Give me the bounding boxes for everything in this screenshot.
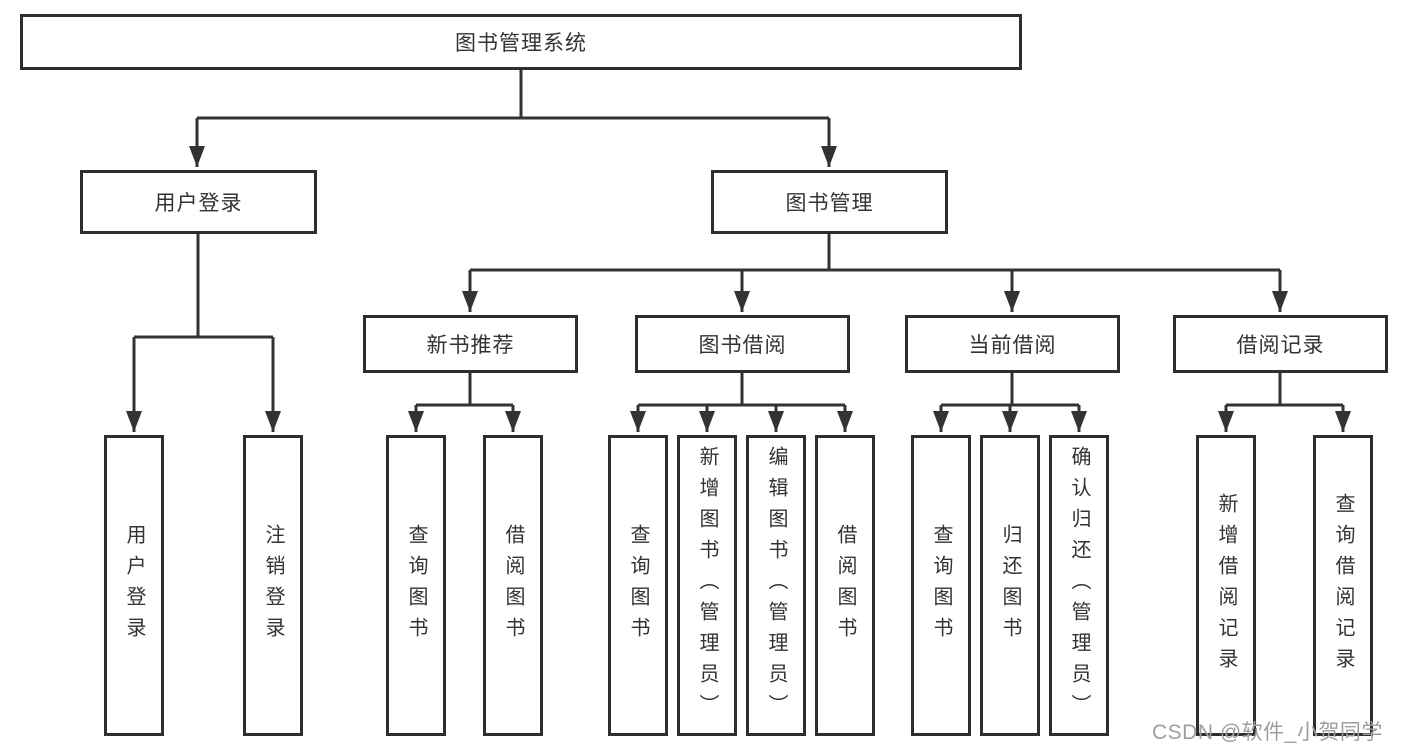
leaf-user-login: 用户登录 — [104, 435, 164, 736]
node-book-management-label: 图书管理 — [785, 192, 874, 215]
node-book-borrow-label: 图书借阅 — [698, 334, 787, 357]
node-user-login: 用户登录 — [80, 170, 317, 234]
leaf-query-borrow-record: 查询借阅记录 — [1313, 435, 1373, 736]
node-borrow-records: 借阅记录 — [1173, 315, 1388, 373]
leaf-borrow-books-recommend: 借阅图书 — [483, 435, 543, 736]
leaf-add-book-admin: 新增图书（管理员） — [677, 435, 737, 736]
node-new-book-recommend: 新书推荐 — [363, 315, 578, 373]
leaf-query-books-current: 查询图书 — [911, 435, 971, 736]
node-root-system: 图书管理系统 — [20, 14, 1022, 70]
leaf-return-books-label: 归还图书 — [999, 523, 1021, 648]
leaf-query-books-recommend-label: 查询图书 — [405, 523, 427, 648]
leaf-user-login-label: 用户登录 — [123, 523, 145, 648]
leaf-add-book-admin-label: 新增图书（管理员） — [696, 446, 718, 725]
leaf-add-borrow-record: 新增借阅记录 — [1196, 435, 1256, 736]
leaf-return-books: 归还图书 — [980, 435, 1040, 736]
node-current-borrow-label: 当前借阅 — [968, 334, 1057, 357]
leaf-add-borrow-record-label: 新增借阅记录 — [1215, 492, 1237, 679]
leaf-borrow-books-recommend-label: 借阅图书 — [502, 523, 524, 648]
leaf-logout-label: 注销登录 — [262, 523, 284, 648]
node-user-login-label: 用户登录 — [154, 192, 243, 215]
leaf-query-books-recommend: 查询图书 — [386, 435, 446, 736]
leaf-borrow-books-label: 借阅图书 — [834, 523, 856, 648]
csdn-watermark: CSDN @软件_小贺同学 — [1152, 721, 1383, 744]
leaf-confirm-return-admin: 确认归还（管理员） — [1049, 435, 1109, 736]
leaf-borrow-books: 借阅图书 — [815, 435, 875, 736]
leaf-confirm-return-admin-label: 确认归还（管理员） — [1068, 446, 1090, 725]
leaf-query-books-borrow-label: 查询图书 — [627, 523, 649, 648]
node-borrow-records-label: 借阅记录 — [1236, 334, 1325, 357]
leaf-query-books-current-label: 查询图书 — [930, 523, 952, 648]
leaf-edit-book-admin-label: 编辑图书（管理员） — [765, 446, 787, 725]
node-root-label: 图书管理系统 — [455, 32, 587, 55]
node-current-borrow: 当前借阅 — [905, 315, 1120, 373]
node-book-management: 图书管理 — [711, 170, 948, 234]
leaf-logout: 注销登录 — [243, 435, 303, 736]
node-book-borrow: 图书借阅 — [635, 315, 850, 373]
leaf-query-borrow-record-label: 查询借阅记录 — [1332, 492, 1354, 679]
node-new-book-recommend-label: 新书推荐 — [426, 334, 515, 357]
leaf-query-books-borrow: 查询图书 — [608, 435, 668, 736]
leaf-edit-book-admin: 编辑图书（管理员） — [746, 435, 806, 736]
